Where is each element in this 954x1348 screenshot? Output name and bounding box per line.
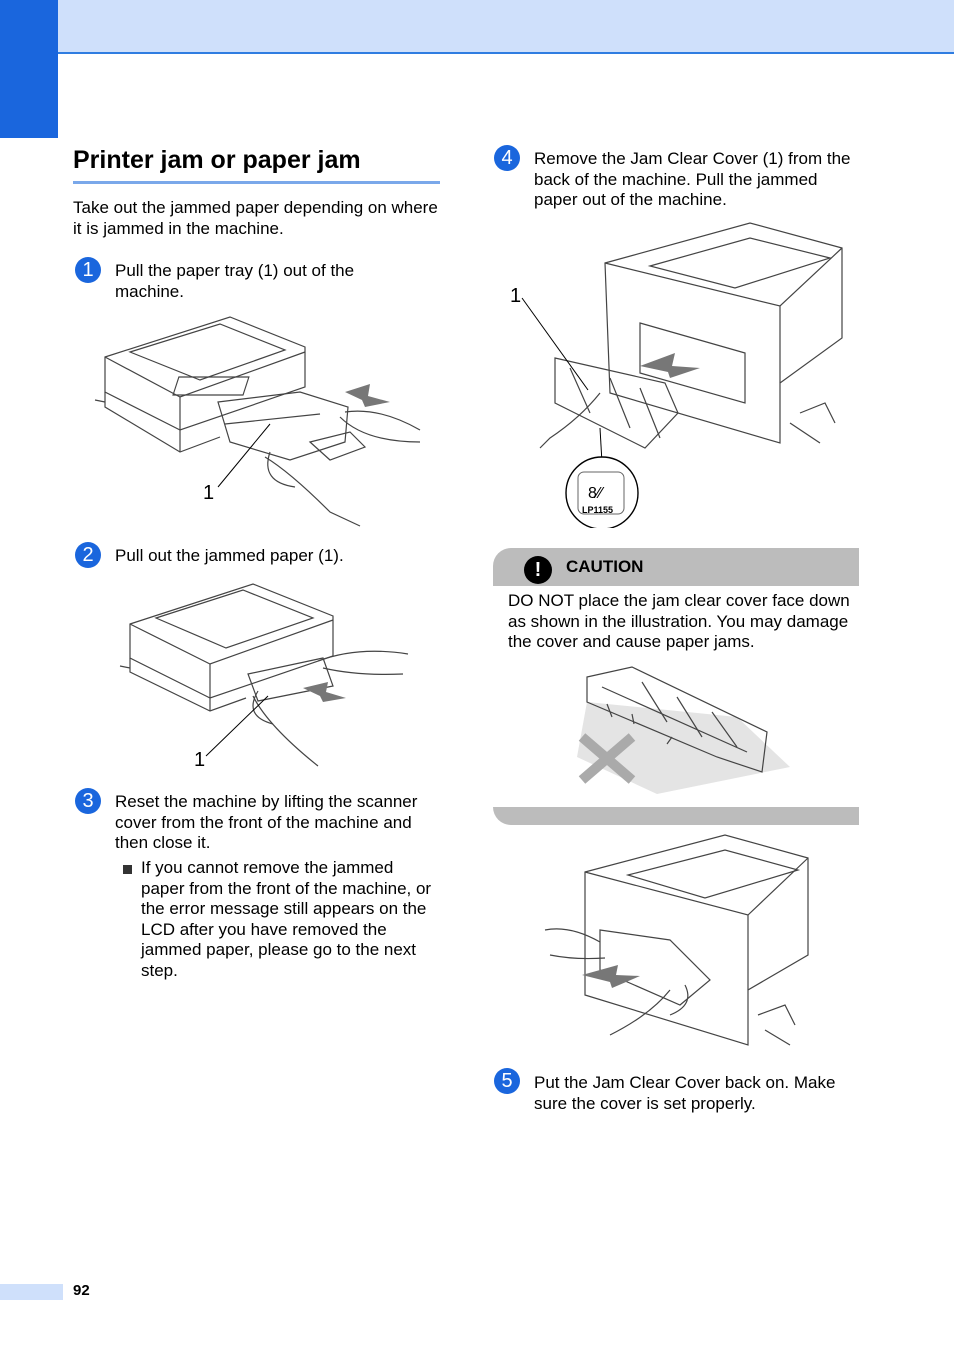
face-down-cover-illustration: [577, 666, 790, 794]
step-5-badge: 5: [494, 1068, 520, 1094]
step-3-text: Reset the machine by lifting the scanner…: [115, 792, 418, 852]
step-4-text: Remove the Jam Clear Cover (1) from the …: [534, 149, 851, 209]
step-4-badge: 4: [494, 145, 520, 171]
paper-tray-illustration: 1: [94, 316, 421, 527]
step-3-badge: 3: [75, 788, 101, 814]
footer-tab: [0, 1284, 63, 1300]
caution-footer-bar: [493, 807, 859, 825]
page-title: Printer jam or paper jam: [73, 146, 361, 174]
bullet-marker: [123, 865, 132, 874]
caution-label: CAUTION: [566, 557, 644, 576]
jam-clear-cover-illustration: 1 8⁄⁄ LP1155: [510, 222, 843, 528]
caution-text: DO NOT place the jam clear cover face do…: [508, 591, 850, 651]
title-rule: [73, 181, 440, 184]
step-1-text: Pull the paper tray (1) out of the machi…: [115, 261, 355, 301]
header-band: [0, 0, 954, 54]
page-number: 92: [73, 1282, 90, 1299]
step-2-callout: 1: [194, 749, 205, 771]
lp-code-label: LP1155: [582, 505, 613, 515]
exclamation-icon: !: [524, 556, 552, 584]
step-5-text: Put the Jam Clear Cover back on. Make su…: [534, 1073, 836, 1113]
step-1-callout: 1: [203, 482, 214, 504]
pull-jammed-paper-rear-illustration: [544, 834, 809, 1046]
jammed-paper-illustration: 1: [119, 583, 409, 771]
chapter-tab: [0, 0, 58, 138]
step-2-text: Pull out the jammed paper (1).: [115, 546, 344, 565]
step-1-badge: 1: [75, 257, 101, 283]
intro-text: Take out the jammed paper depending on w…: [73, 198, 438, 238]
step-4-callout: 1: [510, 285, 521, 307]
step-2-badge: 2: [75, 542, 101, 568]
caution-header-bar: [493, 548, 859, 586]
step-3-bullet-text: If you cannot remove the jammed paper fr…: [141, 858, 432, 980]
svg-text:8⁄⁄: 8⁄⁄: [588, 485, 605, 502]
